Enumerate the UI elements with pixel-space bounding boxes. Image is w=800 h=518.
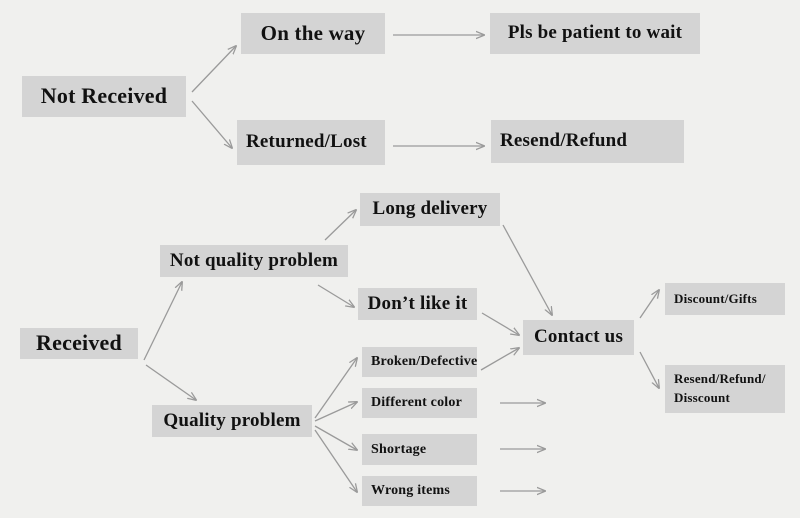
node-discount-gifts[interactable]: Discount/Gifts <box>665 283 785 315</box>
node-quality-problem[interactable]: Quality problem <box>152 405 312 437</box>
node-shortage[interactable]: Shortage <box>362 434 477 465</box>
edge-received-to-not-quality <box>143 282 182 361</box>
edge-broken-defective-to-contact-us <box>480 348 519 371</box>
node-received[interactable]: Received <box>20 328 138 359</box>
node-resend-refund-disscount[interactable]: Resend/Refund/Disscount <box>665 365 785 413</box>
node-contact-us[interactable]: Contact us <box>523 320 634 355</box>
node-not-quality[interactable]: Not quality problem <box>160 245 348 277</box>
node-on-the-way[interactable]: On the way <box>241 13 385 54</box>
edge-not-quality-to-long-delivery <box>324 210 356 241</box>
edge-not-quality-to-dont-like-it <box>317 284 354 307</box>
node-wrong-items[interactable]: Wrong items <box>362 476 477 506</box>
edge-quality-problem-to-shortage <box>314 425 357 450</box>
edge-not-received-to-returned-lost <box>191 100 232 148</box>
node-not-received[interactable]: Not Received <box>22 76 186 117</box>
edge-quality-problem-to-different-color <box>314 402 357 422</box>
edge-contact-us-to-discount-gifts <box>639 290 659 319</box>
node-dont-like-it[interactable]: Don’t like it <box>358 288 477 320</box>
node-returned-lost[interactable]: Returned/Lost <box>237 120 385 165</box>
edge-long-delivery-to-contact-us <box>502 224 552 315</box>
node-resend-refund[interactable]: Resend/Refund <box>491 120 684 163</box>
node-different-color[interactable]: Different color <box>362 388 477 418</box>
node-resend-refund-disscount-line-2: Disscount <box>674 390 730 405</box>
node-pls-be-patient[interactable]: Pls be patient to wait <box>490 13 700 54</box>
edge-quality-problem-to-broken <box>314 358 357 419</box>
node-resend-refund-disscount-line-1: Resend/Refund/ <box>674 371 766 387</box>
node-broken-defective[interactable]: Broken/Defective <box>362 347 477 377</box>
node-long-delivery[interactable]: Long delivery <box>360 193 500 226</box>
edge-contact-us-to-resend-disscount <box>639 351 659 388</box>
edge-not-received-to-on-the-way <box>191 46 236 93</box>
edge-dont-like-it-to-contact-us <box>481 312 519 335</box>
edge-received-to-quality-problem <box>145 364 196 400</box>
edge-quality-problem-to-wrong-items <box>314 429 357 492</box>
